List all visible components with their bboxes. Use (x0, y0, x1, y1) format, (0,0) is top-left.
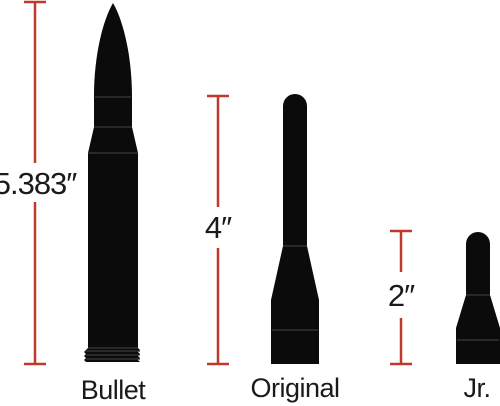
bullet-antenna (84, 3, 140, 362)
original-dimension: 4″ (205, 94, 233, 366)
jr-height-label: 2″ (388, 278, 415, 313)
bullet-name-label: Bullet (81, 375, 147, 405)
jr-dimension: 2″ (388, 229, 416, 366)
original-name-label: Original (250, 373, 339, 403)
jr-name-label: Jr. (463, 373, 490, 403)
original-antenna (271, 94, 319, 364)
jr-antenna (456, 232, 500, 364)
bullet-dimension: 5.383″ (0, 0, 78, 366)
bullet-height-label: 5.383″ (0, 166, 77, 201)
original-height-label: 4″ (205, 210, 232, 245)
